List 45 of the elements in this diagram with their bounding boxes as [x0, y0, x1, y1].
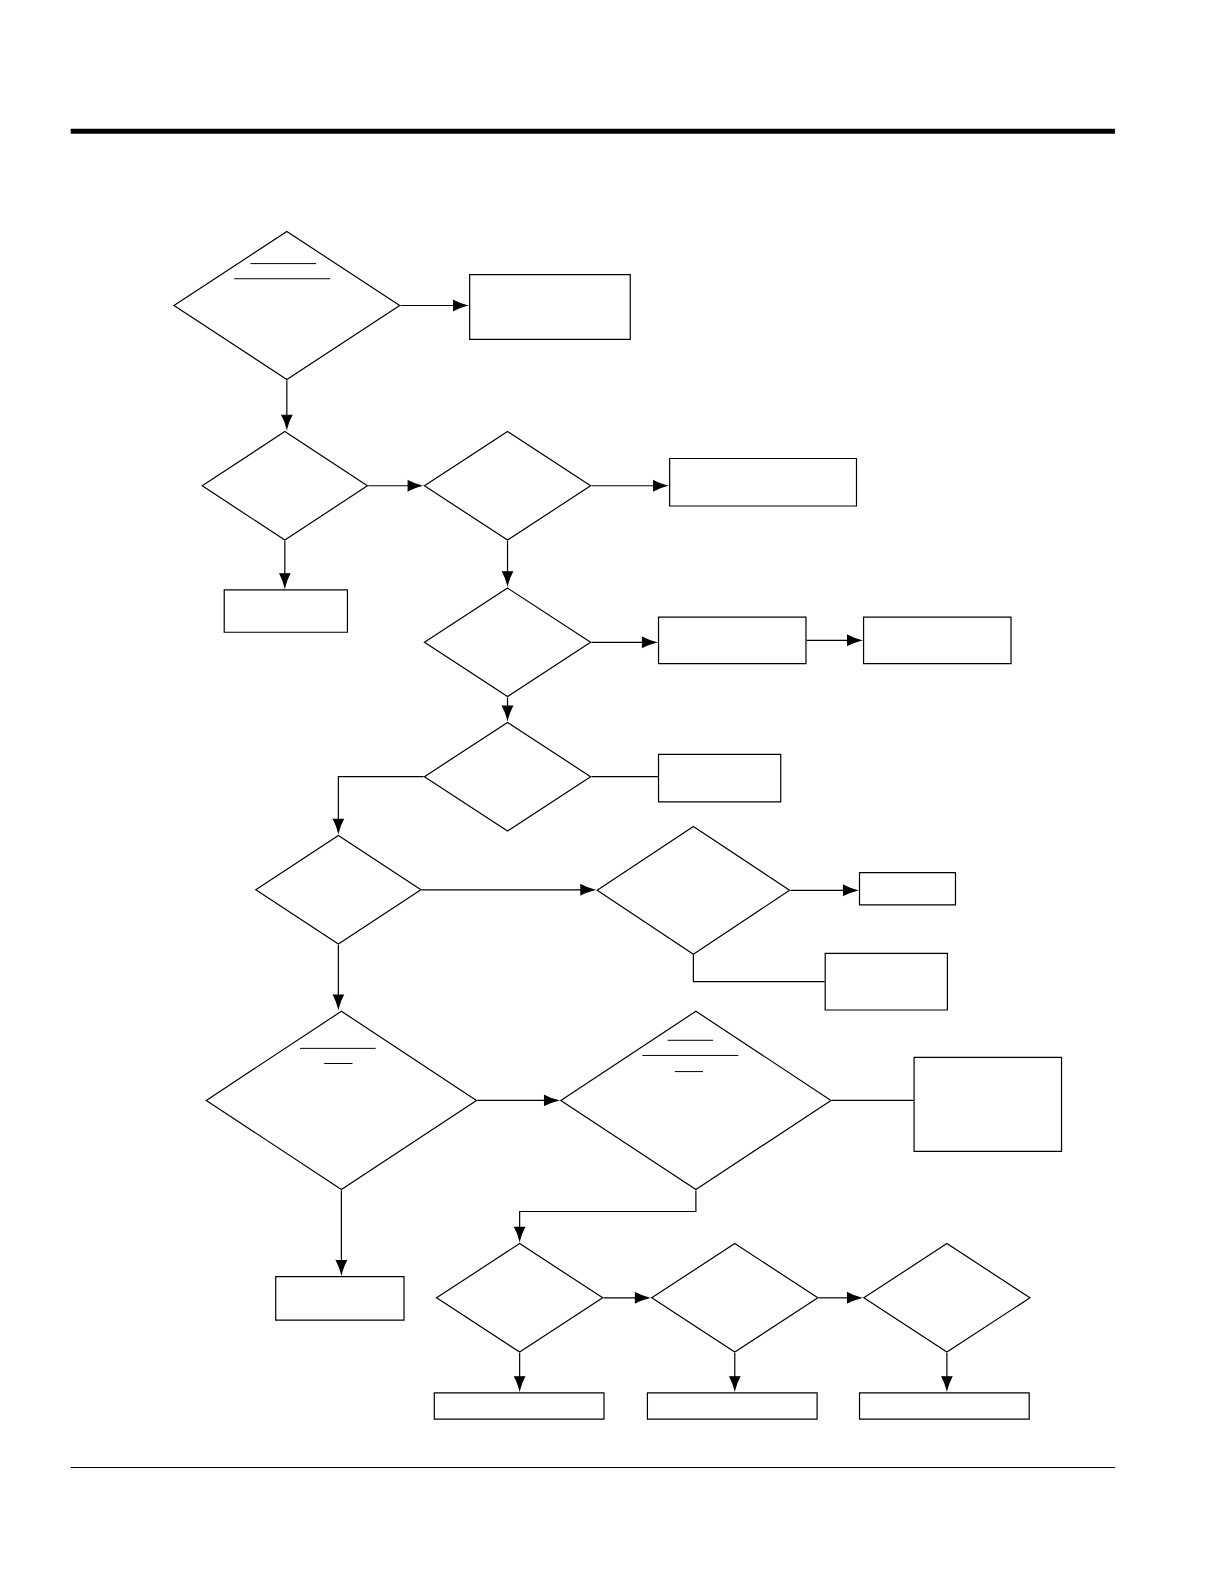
decision-diamond: [423, 721, 592, 832]
arrow: [332, 944, 344, 1009]
arrow: [806, 634, 862, 646]
connector-line: [831, 1099, 915, 1101]
arrow: [421, 884, 595, 896]
process-box: [223, 589, 349, 633]
arrow: [818, 1292, 862, 1304]
process-box: [275, 1276, 405, 1321]
arrow: [789, 884, 858, 896]
connector-line: [590, 776, 659, 778]
process-box: [657, 753, 782, 803]
process-box: [646, 1392, 818, 1420]
process-box: [469, 274, 631, 340]
decision-diamond: [435, 1242, 604, 1353]
arrow: [514, 1352, 526, 1391]
arrow: [590, 480, 668, 492]
arrow: [603, 1292, 649, 1304]
connector-line: [692, 954, 826, 983]
arrow: [281, 379, 293, 429]
decision-diamond: [423, 430, 592, 541]
arrow: [335, 1189, 347, 1275]
process-box: [657, 616, 807, 665]
arrow: [501, 540, 514, 586]
decision-diamond: [205, 1010, 478, 1191]
arrow: [332, 776, 425, 833]
arrow: [941, 1352, 953, 1391]
process-box: [824, 952, 948, 1011]
arrow: [476, 1094, 559, 1106]
arrow: [501, 696, 514, 720]
process-box: [862, 616, 1012, 665]
process-box: [858, 872, 957, 906]
arrow: [729, 1352, 741, 1391]
arrow: [367, 480, 422, 492]
decision-diamond: [650, 1242, 819, 1353]
arrow: [590, 636, 657, 648]
process-box: [858, 1392, 1030, 1420]
arrow: [279, 540, 291, 588]
decision-diamond: [172, 230, 401, 381]
process-box: [433, 1392, 605, 1420]
process-box: [669, 457, 858, 507]
decision-diamond: [423, 587, 592, 698]
process-box: [913, 1056, 1063, 1152]
arrow: [514, 1189, 697, 1241]
decision-diamond: [596, 825, 791, 955]
arrow: [399, 299, 468, 312]
